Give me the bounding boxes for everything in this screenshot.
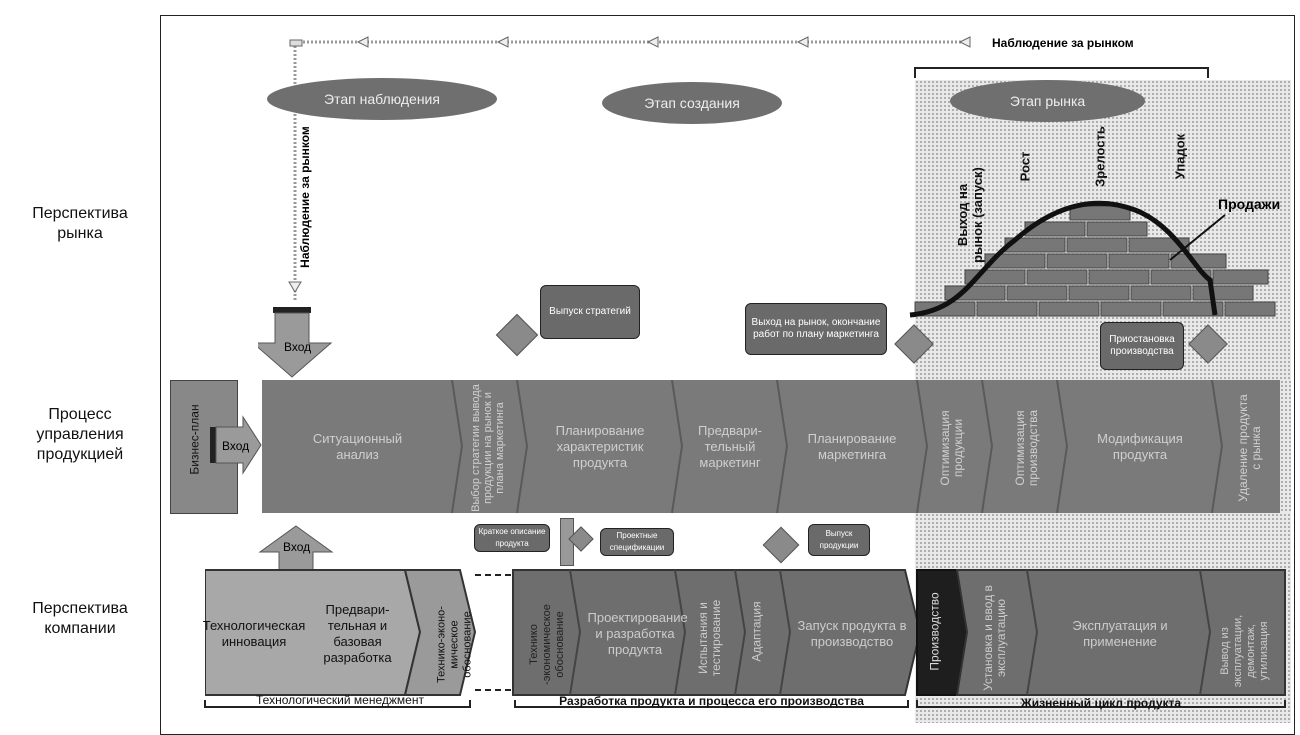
step-pre-marketing: Предвари-тельный маркетинг: [680, 380, 780, 513]
stage-observe: Этап наблюдения: [267, 78, 497, 120]
label-process: Процесс управления продукцией: [0, 405, 160, 465]
step-label: Планирование маркетинга: [807, 430, 897, 462]
step-modification: Модификация продукта: [1065, 380, 1215, 513]
input-left-label: Вход: [222, 439, 250, 453]
step-label: Планирование характеристик продукта: [555, 422, 645, 470]
market-region-edge: [1280, 380, 1291, 513]
market-watch-label: Наблюдение за рынком: [992, 36, 1134, 50]
phase-maturity: Зрелость: [1092, 126, 1108, 187]
step-label: Технологическая инновация: [202, 617, 306, 649]
step-installation: Установка и ввод в эксплуатацию: [981, 585, 1008, 691]
label-company-perspective: Перспектива компании: [0, 599, 160, 639]
label-dev: Разработка продукта и процесса его произ…: [559, 694, 864, 708]
business-plan-box: [170, 380, 238, 514]
step-tech-innovation: Технологическая инновация: [203, 572, 306, 695]
input-top-label: Вход: [284, 340, 312, 354]
step-opt-product: Оптимизация продукции: [938, 410, 965, 486]
label-line: Процесс: [48, 406, 112, 423]
step-pre-dev: Предвари-тельная и базовая разработка: [300, 572, 415, 695]
step-opt-production: Оптимизация производства: [1013, 409, 1040, 487]
step-label: Проектирование и разработка продукта: [587, 609, 688, 657]
step-label: Запуск продукта в производство: [797, 617, 907, 649]
step-marketing-planning: Планирование маркетинга: [787, 380, 917, 513]
callout-strategy: Выпуск стратегий: [540, 285, 640, 339]
phase-launch: Выход на рынок (запуск): [955, 167, 985, 263]
step-label: Эксплуатация и применение: [1072, 617, 1168, 649]
bottom-brackets: [204, 700, 1286, 708]
step-label: Предвари-тельная и базовая разработка: [323, 601, 392, 665]
stage-create: Этап создания: [602, 82, 782, 124]
step-design: Проектирование и разработка продукта: [585, 572, 688, 695]
process-band: [262, 380, 1280, 513]
process-chevrons: [451, 380, 1224, 513]
label-line: Перспектива: [32, 205, 128, 222]
sales-label: Продажи: [1218, 196, 1281, 212]
step-removal: Удаление продукта с рынка: [1236, 394, 1263, 502]
observation-line: [288, 36, 971, 300]
business-plan-label: Бизнес-план: [187, 404, 202, 475]
sales-chart: [909, 200, 1276, 318]
market-watch-vertical-label: Наблюдение за рынком: [298, 126, 312, 268]
step-decommission: Вывод из эксплуатации, демонтаж, утилиза…: [1219, 614, 1270, 688]
step-label: Предвари-тельный маркетинг: [698, 422, 762, 470]
stage-market: Этап рынка: [950, 80, 1145, 122]
step-launch: Запуск продукта в производство: [792, 572, 912, 695]
callout-suspend: Приостановка производства: [1100, 322, 1184, 370]
phase-decline: Упадок: [1172, 133, 1188, 180]
step-tech-econ2: Технико -экономическое обоснование: [528, 604, 566, 685]
phase-growth: Рост: [1017, 151, 1033, 182]
company-band: [205, 569, 1286, 696]
label-line: компании: [44, 620, 116, 637]
step-production: Производство: [927, 592, 942, 671]
callout-brief: Краткое описание продукта: [474, 524, 550, 552]
label-line: управления: [36, 426, 124, 443]
step-tech-econ1: Технико-эконо-мическое обоснование: [435, 606, 474, 683]
label-line: Перспектива: [32, 600, 128, 617]
label-market-perspective: Перспектива рынка: [0, 204, 160, 244]
step-choice: Выбор стратегии вывода продукции на рыно…: [470, 384, 506, 512]
input-bottom-label: Вход: [283, 540, 311, 554]
label-lifecycle: Жизненный цикл продукта: [1020, 696, 1182, 710]
market-bracket: [914, 67, 1209, 78]
callout-specs: Проектные спецификации: [600, 528, 674, 556]
label-tech-mgmt: Технологический менеджмент: [256, 693, 424, 707]
input-arrow-left: [210, 415, 262, 475]
input-arrow-top: [258, 307, 333, 378]
callout-release: Выпуск продукции: [808, 524, 870, 556]
label-line: рынка: [57, 225, 103, 242]
label-line: продукцией: [36, 446, 124, 463]
step-situational: Ситуационный анализ: [265, 380, 450, 513]
step-label: Модификация продукта: [1097, 430, 1183, 462]
callout-market-entry: Выход на рынок, окончание работ по плану…: [745, 303, 887, 355]
step-label: Ситуационный анализ: [312, 430, 403, 462]
step-adaptation: Адаптация: [749, 601, 764, 662]
step-char-planning: Планирование характеристик продукта: [525, 380, 675, 513]
step-operation: Эксплуатация и применение: [1040, 572, 1200, 695]
step-testing: Испытания и тестирование: [696, 599, 723, 677]
